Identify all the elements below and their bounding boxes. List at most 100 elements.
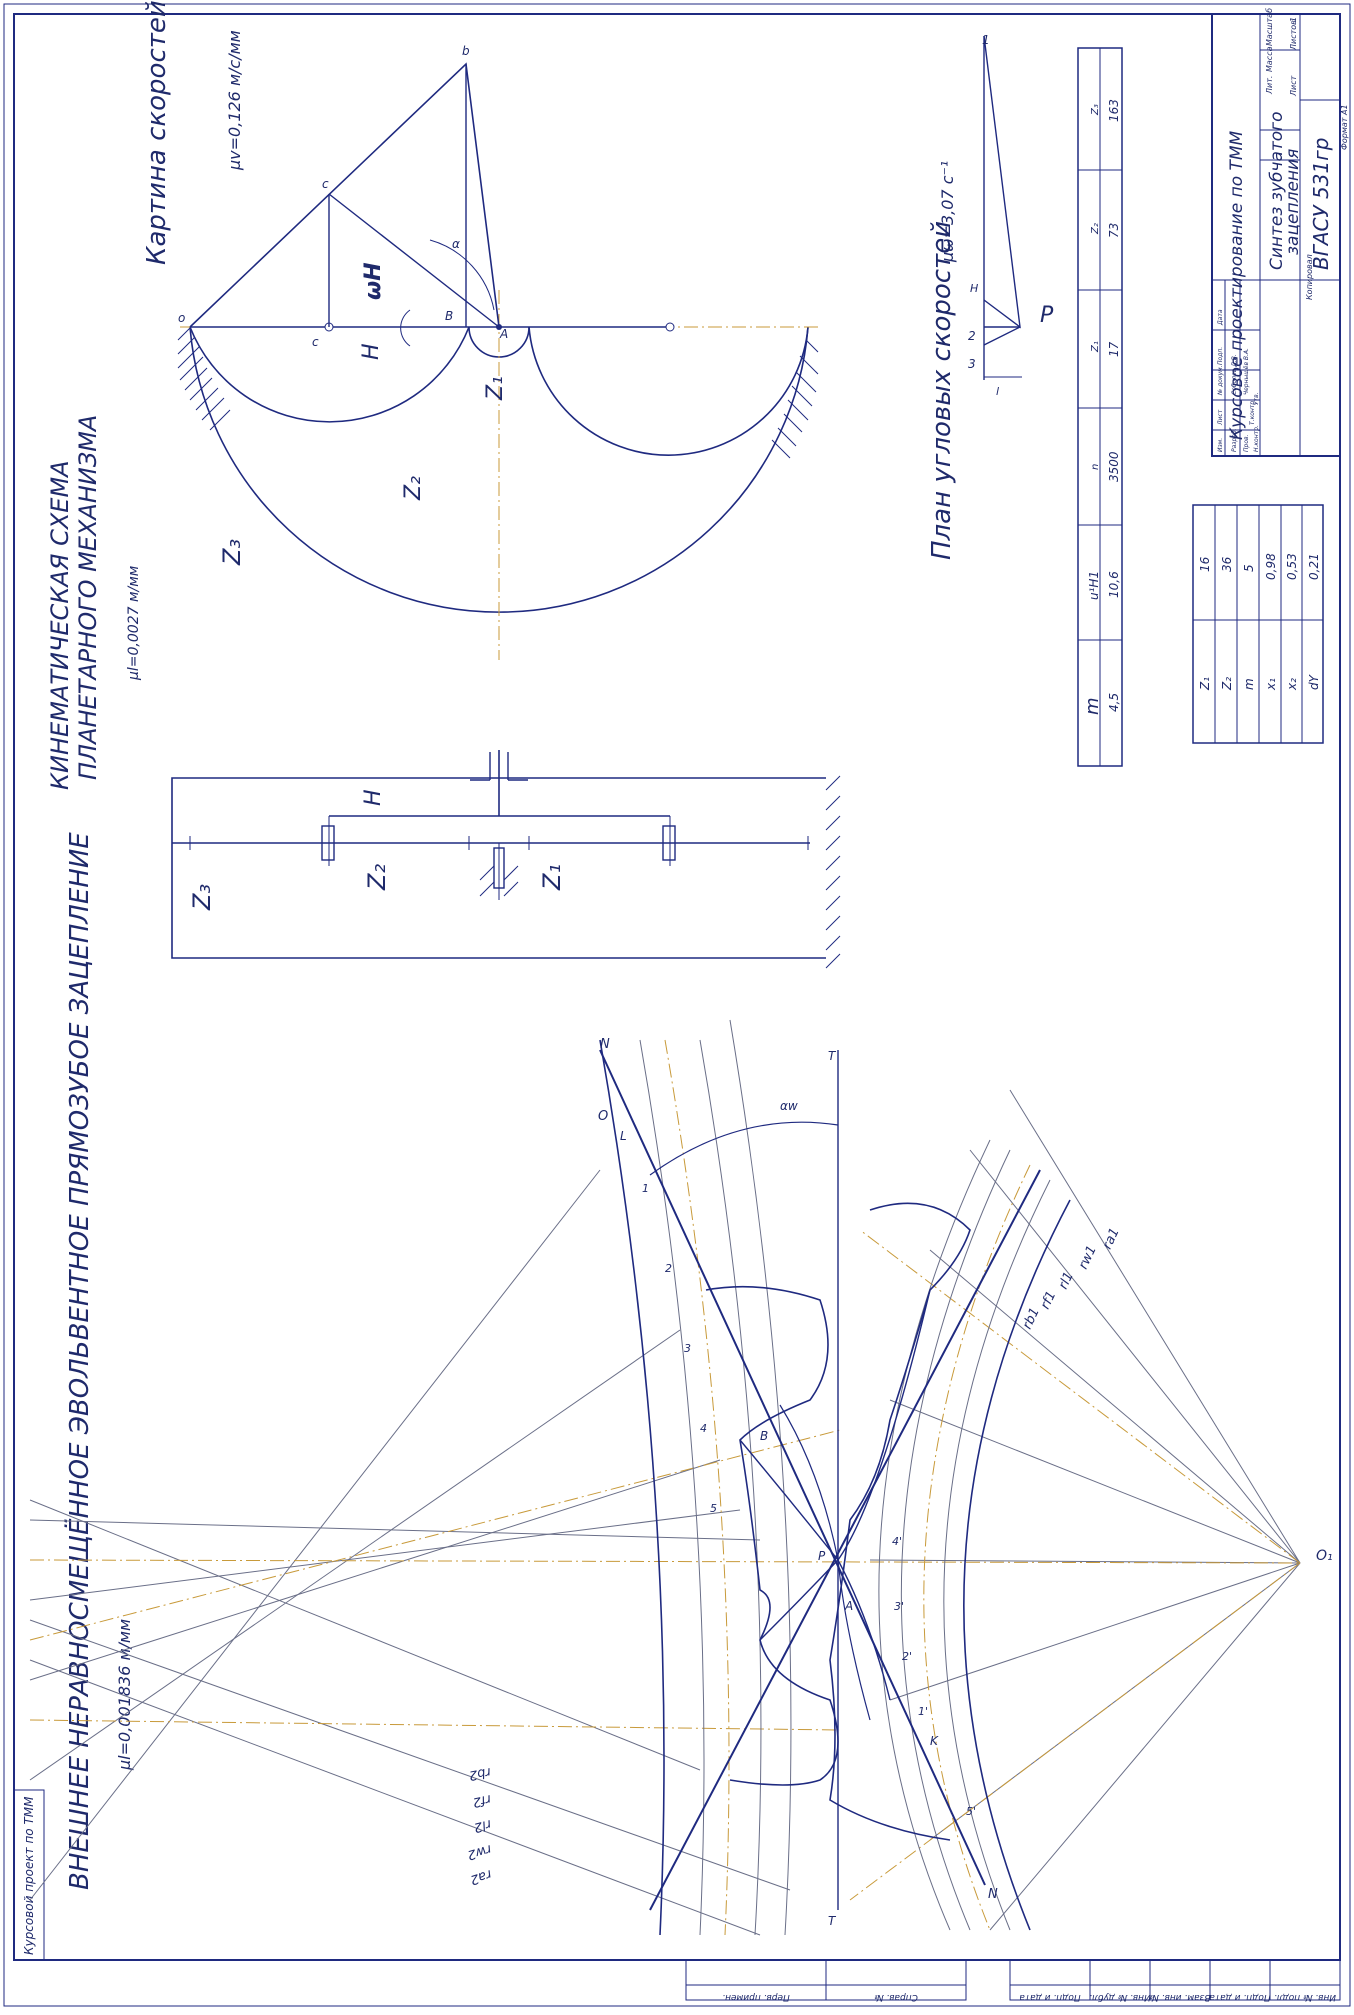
role-razrab: Разраб. (1231, 428, 1238, 452)
wall-hatch-right (771, 339, 819, 459)
velocity-title: Картина скоростей (142, 0, 172, 265)
label-rf2: rf2 (471, 1791, 492, 1809)
velocity-label-z3: Z₃ (218, 539, 246, 566)
velocity-label-z2: Z₂ (401, 476, 426, 501)
planetary-scheme: H Z₂ Z₁ Z₃ (171, 750, 841, 969)
role-prov: Пров. (1243, 434, 1250, 452)
angular-line-1 (983, 35, 1021, 329)
param-value-z3: 163 (1107, 99, 1121, 122)
archive-cell-3: Взам. инв. № (1149, 1992, 1210, 2002)
gear-row-z2-label: Z₂ (1220, 677, 1234, 691)
scheme-label-z1: Z₁ (538, 864, 566, 891)
role-izm: Изм. (1217, 438, 1224, 452)
velocity-scale: μv=0,126 м/с/мм (225, 30, 244, 171)
label-rf1: rf1 (1038, 1289, 1059, 1312)
velocity-label-c: c (322, 177, 329, 191)
label-num-3: 3 (684, 1342, 691, 1355)
title-copied: Копировал (1305, 254, 1314, 300)
wheel2-circles (599, 1019, 792, 1936)
title-header-lit: Лит. (1265, 76, 1274, 95)
gear-row-z1-label: Z₁ (1198, 677, 1212, 691)
label-num-5p: 5' (966, 1805, 976, 1818)
title-subject-line2: зацепления (1283, 149, 1303, 255)
label-aw: αw (780, 1099, 798, 1113)
gear-meshing-title: ВНЕШНЕЕ НЕРАВНОСМЕЩЁННОЕ ЭВОЛЬВЕНТНОЕ ПР… (63, 832, 134, 1890)
param-header-z1: Z₁ (1090, 341, 1101, 353)
planet-right (662, 825, 676, 861)
velocity-picture: b c c o B A α ωH H Z₁ Z₂ Z₃ Картина скор… (142, 0, 820, 660)
angular-scale: μω=3,07 с⁻¹ (938, 161, 957, 263)
param-header-z3: Z₃ (1090, 104, 1101, 116)
velocity-label-a: A (499, 327, 508, 341)
title-header-scale: Масштаб (1265, 8, 1274, 46)
angular-title: План угловых скоростей (927, 221, 957, 560)
label-num-1: 1 (642, 1182, 649, 1195)
angular-label-3: 3 (968, 357, 976, 371)
role-nkontr: Н.контр. (1253, 425, 1260, 452)
scheme-label-h: H (361, 789, 386, 806)
label-ra2: ra2 (468, 1866, 493, 1887)
left-course-stamp: Курсовой проект по ТММ (13, 1789, 45, 1961)
rays-from-o1 (849, 1089, 1301, 1931)
archive-cell-4: Подп. и дата (1209, 1992, 1270, 2002)
kinematic-title-line2: ПЛАНЕТАРНОГО МЕХАНИЗМА (74, 415, 102, 780)
velocity-label-z1: Z₁ (483, 376, 508, 401)
label-rb2: rb2 (468, 1764, 492, 1783)
label-num-2: 2 (665, 1262, 672, 1275)
archive-cell-1: Подп. и дата (1019, 1992, 1080, 2002)
label-k: K (930, 1734, 939, 1748)
param-value-u: 10,6 (1107, 571, 1121, 598)
velocity-label-b: b (462, 44, 470, 58)
omega-arrow (400, 309, 411, 347)
name-checker: Чернышёв В.А. (1243, 348, 1250, 395)
scheme-label-z2: Z₂ (363, 864, 391, 891)
param-value-z1: 17 (1107, 341, 1121, 357)
label-n-top: N (600, 1037, 610, 1052)
param-value-n: 3500 (1107, 451, 1121, 482)
velocity-label-alpha: α (452, 237, 460, 251)
gear-data-table: Z₁ 16 Z₂ 36 m 5 x₁ 0,98 x₂ 0,53 dY 0,21 (1192, 504, 1324, 744)
label-num-2p: 2' (902, 1650, 912, 1663)
param-header-z2: Z₂ (1090, 223, 1101, 235)
gear-row-x2-value: 0,53 (1285, 553, 1299, 580)
course-stamp-text: Курсовой проект по ТММ (22, 1796, 36, 1955)
label-o: O (598, 1109, 608, 1124)
inner-frame (13, 13, 1341, 1961)
label-num-5: 5 (710, 1502, 717, 1515)
meshing-scale: μl=0,001836 м/мм (115, 1619, 134, 1771)
title-sheets-value: 1 (1289, 17, 1298, 22)
velocity-line-ca (328, 193, 500, 328)
label-n-bottom: N (988, 1887, 998, 1902)
archive-upper-cell-1: Справ. № (874, 1992, 918, 2002)
gear-meshing-drawing: O₁ O N N T T L K P A B αw 1 2 3 4 5 1' 2… (29, 1019, 1333, 1936)
label-p: P (818, 1549, 826, 1563)
title-code: ВГАСУ 531гр (1309, 138, 1333, 270)
velocity-label-b-upper: B (445, 309, 453, 323)
role-utv: Утв. (1253, 392, 1260, 405)
label-rw2: rw2 (466, 1841, 493, 1862)
role-list: Лист (1217, 409, 1224, 426)
label-ra1: ra1 (1100, 1226, 1123, 1252)
angular-line-2 (983, 326, 1021, 346)
gear-row-dy-label: dY (1307, 673, 1321, 690)
angular-velocity-plan: 1 H 2 3 P l План угловых скоростей μω=3,… (927, 33, 1054, 560)
wall-hatch-left (177, 327, 231, 431)
param-header-m: m (1082, 697, 1103, 715)
archive-upper-cell-2: Перв. примен. (722, 1992, 790, 2002)
param-value-z2: 73 (1107, 223, 1121, 238)
angular-label-2: 2 (968, 329, 976, 343)
archive-cell-5: Инв. № подл. (1274, 1992, 1336, 2002)
kinematic-title-line1: КИНЕМАТИЧЕСКАЯ СХЕМА (46, 460, 74, 790)
label-t-top: T (828, 1049, 837, 1063)
planet-z2-arc-left (189, 326, 470, 423)
archive-cell-2: Инв. № дубл. (1089, 1992, 1151, 2002)
housing-hatch (479, 775, 841, 969)
label-num-4p: 4' (892, 1535, 902, 1548)
role-date: Дата (1217, 309, 1224, 326)
planet-z2-arc-right (528, 326, 809, 456)
archive-strip: Подп. и дата Инв. № дубл. Взам. инв. № П… (680, 1959, 1341, 2002)
rays-from-left (29, 1169, 1301, 1936)
name-developer: Соболев Д.В. (1231, 354, 1238, 395)
parameter-table: m u¹H1 n Z₁ Z₂ Z₃ 4,5 10,6 3500 17 73 16… (1077, 47, 1123, 767)
